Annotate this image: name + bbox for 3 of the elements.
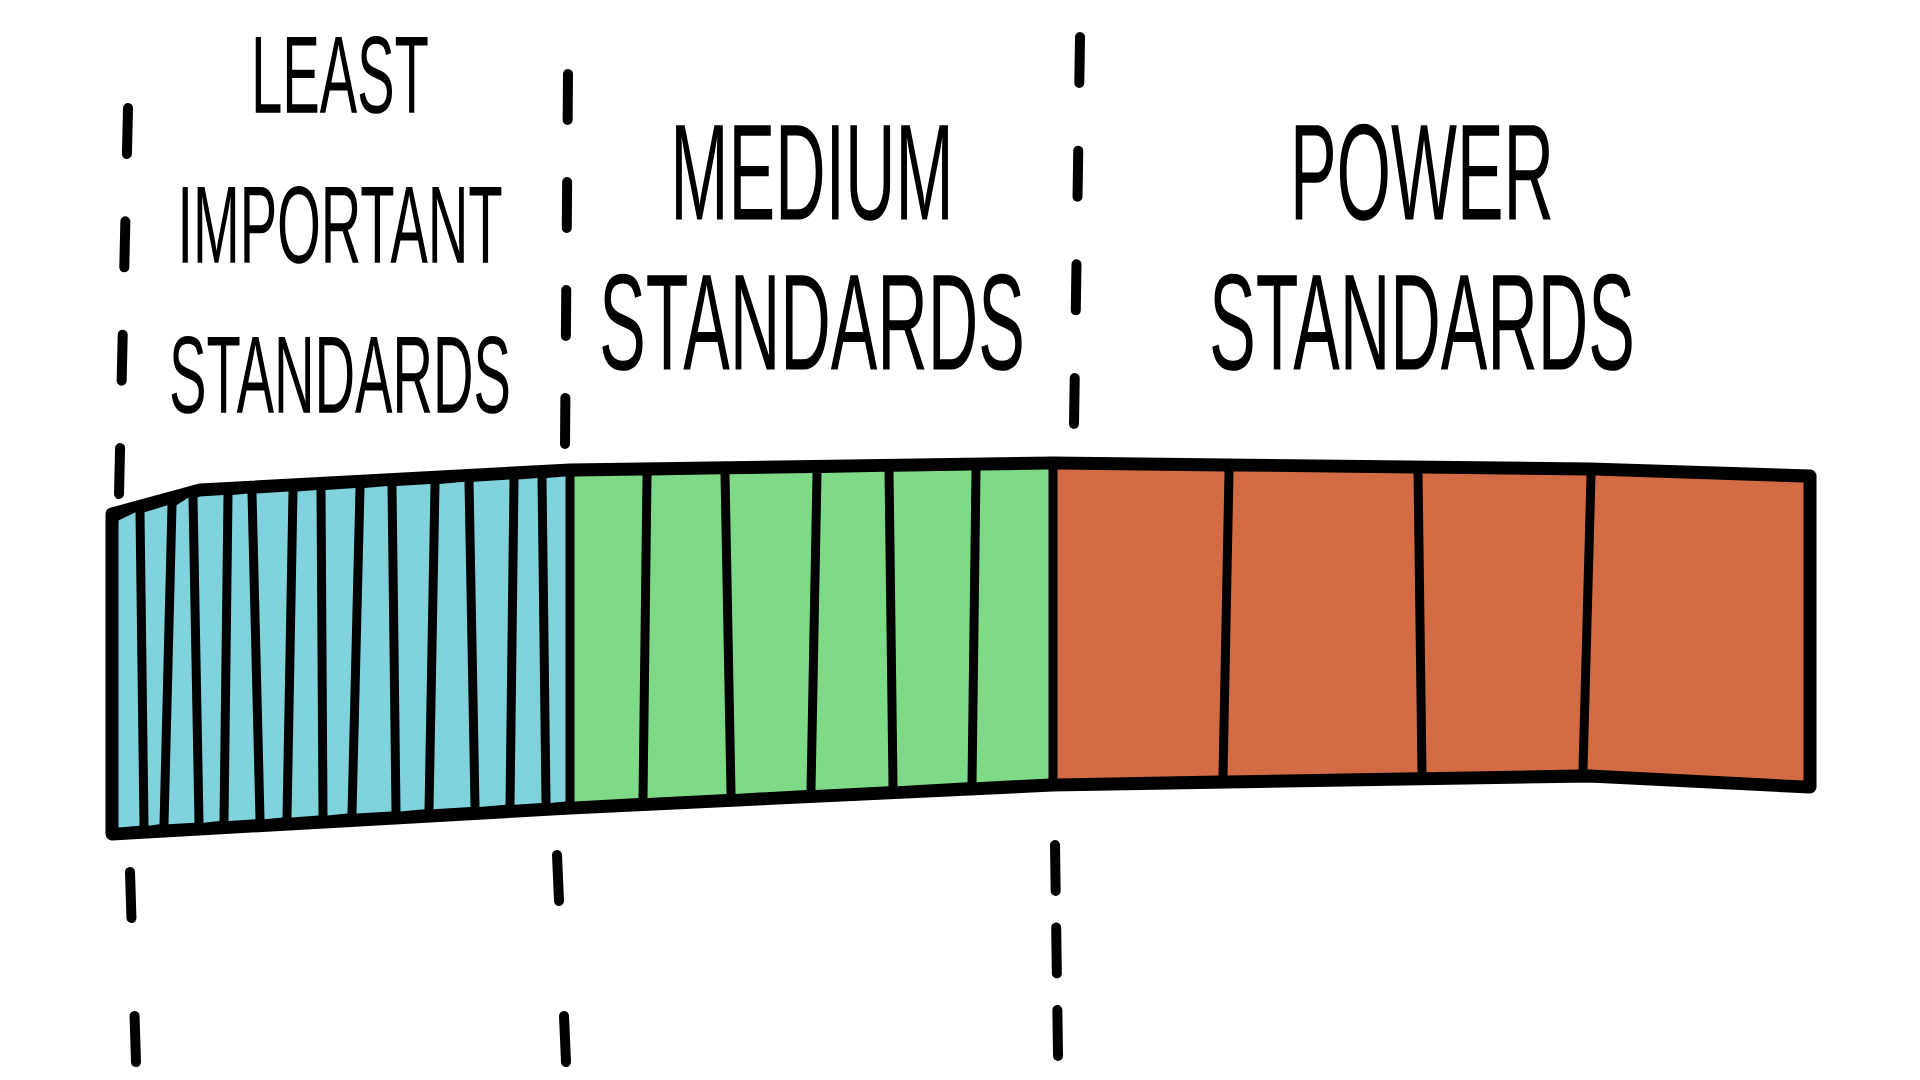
column-heading: MEDIUM STANDARDS [602,125,1022,371]
column-heading: LEAST IMPORTANT STANDARDS [171,35,509,414]
column-heading: POWER STANDARDS [1212,123,1632,371]
